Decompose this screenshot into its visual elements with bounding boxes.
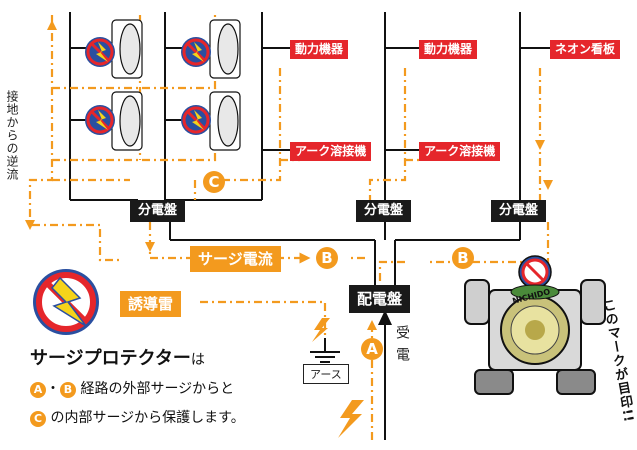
protector-badge-icon <box>181 105 211 135</box>
protector-badge-icon <box>181 37 211 67</box>
fan-icon <box>111 91 143 151</box>
protector-badges <box>85 37 211 135</box>
earth-label: アース <box>303 364 349 384</box>
distribution-board-3: 分電盤 <box>491 200 547 222</box>
receiving-label: 受電 <box>394 325 410 369</box>
motor-label-2: 動力機器 <box>419 40 478 59</box>
marker-b-left: B <box>316 247 338 269</box>
legend-title-text: サージプロテクター <box>30 348 191 369</box>
power-lines <box>69 12 550 440</box>
legend-marker-a: A <box>30 382 46 398</box>
reverse-flow-label: 接地からの逆流 <box>5 90 19 181</box>
incoming-arrow <box>378 310 392 325</box>
marker-a: A <box>361 338 383 360</box>
induced-lightning-label: 誘導雷 <box>120 291 182 317</box>
protector-badge-icon <box>85 37 115 67</box>
surge-current-label: サージ電流 <box>190 246 281 272</box>
surge-arrowheads <box>25 20 553 330</box>
fan-icon <box>111 19 143 79</box>
legend-title-suffix: は <box>190 352 205 368</box>
protector-logo-icon <box>33 269 99 335</box>
protector-badge-icon <box>85 105 115 135</box>
neon-sign-label: ネオン看板 <box>550 40 621 59</box>
arc-welder-label-2: アーク溶接機 <box>419 142 501 161</box>
mascot-robot <box>464 255 606 395</box>
distribution-board-2: 分電盤 <box>356 200 412 222</box>
marker-b-right: B <box>452 247 474 269</box>
arc-welder-label-1: アーク溶接機 <box>290 142 372 161</box>
legend-title: サージプロテクターは <box>30 344 205 370</box>
fan-icon <box>209 91 241 151</box>
fan-icon <box>209 19 241 79</box>
surge-paths <box>28 15 550 440</box>
legend-dot: ・ <box>46 381 60 397</box>
legend-marker-c: C <box>30 411 46 427</box>
lightning-bolt-icon <box>338 400 364 438</box>
legend-line-1-text: 経路の外部サージからと <box>80 381 235 397</box>
legend-line-2-text: の内部サージから保護します。 <box>50 410 245 426</box>
lightning-bolt-icon <box>312 318 330 342</box>
motor-label-1: 動力機器 <box>290 40 349 59</box>
legend-line-2: C の内部サージから保護します。 <box>30 407 245 427</box>
legend-line-1: A・B 経路の外部サージからと <box>30 378 234 398</box>
marker-c: C <box>203 171 225 193</box>
distribution-board-1: 分電盤 <box>130 200 186 222</box>
legend-marker-b: B <box>60 382 76 398</box>
ground-symbol-icon <box>310 338 340 363</box>
fan-units <box>111 19 241 151</box>
switchboard: 配電盤 <box>349 285 411 313</box>
